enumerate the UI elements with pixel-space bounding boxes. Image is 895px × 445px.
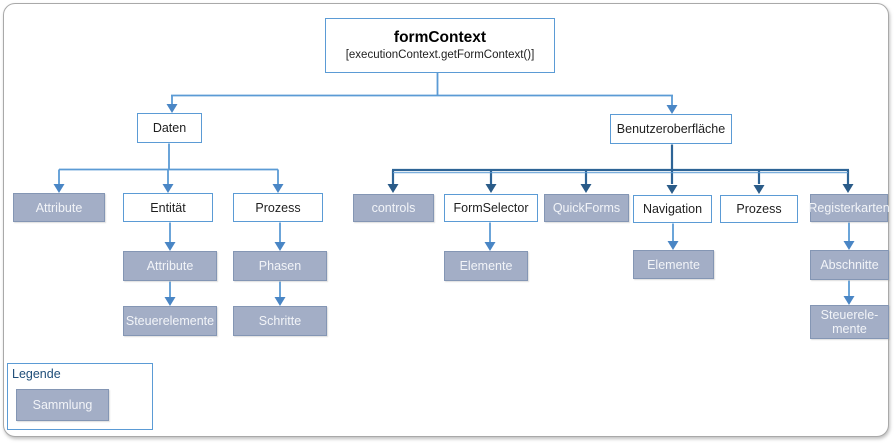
node-formcontext: formContext [executionContext.getFormCon…	[325, 18, 555, 73]
node-benutzeroberflaeche: Benutzeroberfläche	[610, 114, 732, 144]
node-steuerelemente-registerkarten: Steuerele-mente	[810, 305, 889, 339]
legend-title: Legende	[12, 367, 61, 381]
node-navigation: Navigation	[633, 195, 712, 223]
node-formselector: FormSelector	[444, 194, 538, 222]
node-attribute-daten: Attribute	[13, 193, 105, 222]
node-entitaet: Entität	[123, 193, 213, 222]
legend-box: Legende Sammlung	[7, 363, 153, 430]
legend-sammlung-swatch: Sammlung	[16, 389, 109, 421]
node-prozess-ui: Prozess	[720, 195, 798, 223]
formcontext-title: formContext	[393, 29, 487, 47]
node-phasen: Phasen	[233, 251, 327, 281]
node-elemente-navigation: Elemente	[633, 250, 714, 279]
node-schritte: Schritte	[233, 306, 327, 336]
node-steuerelemente: Steuerelemente	[123, 306, 217, 336]
node-prozess-daten: Prozess	[233, 193, 323, 222]
node-daten: Daten	[137, 113, 202, 143]
node-controls: controls	[353, 194, 434, 222]
formcontext-subtitle: [executionContext.getFormContext()]	[345, 48, 535, 61]
node-quickforms: QuickForms	[544, 194, 629, 222]
node-attribute-entitaet: Attribute	[123, 251, 217, 281]
node-abschnitte: Abschnitte	[810, 250, 889, 280]
node-elemente-formselector: Elemente	[444, 251, 528, 281]
node-registerkarten: Registerkarten	[808, 194, 890, 222]
